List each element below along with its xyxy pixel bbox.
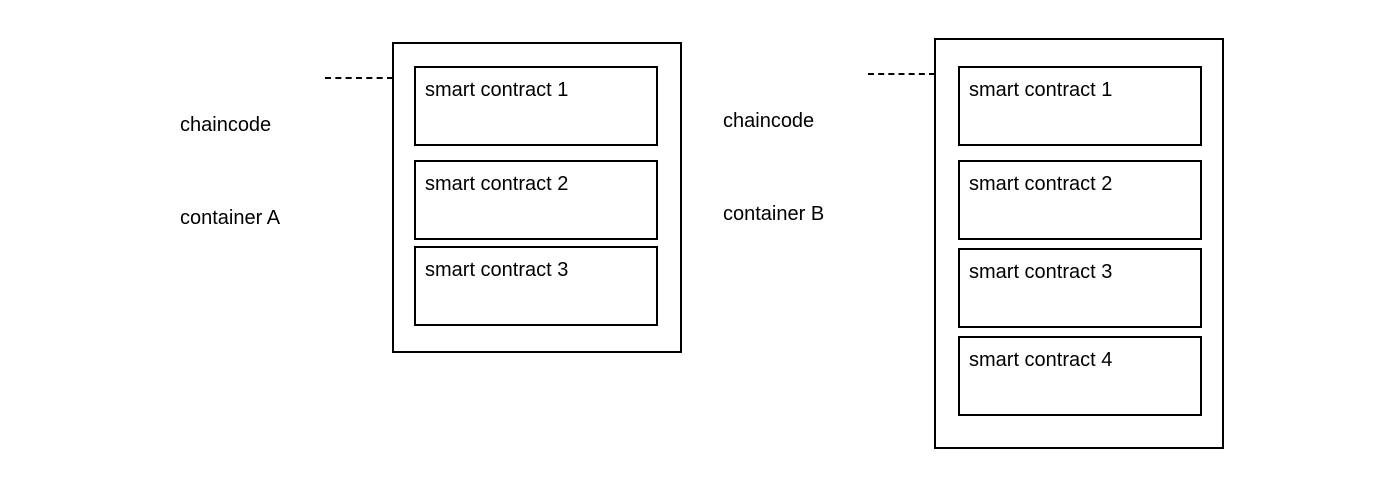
smart-contract-label: smart contract 3 (969, 261, 1113, 283)
chaincode-container-a-leader-line (325, 77, 393, 79)
smart-contract-box: smart contract 1 (414, 66, 658, 146)
chaincode-container-b-box: smart contract 1 smart contract 2 smart … (934, 38, 1224, 449)
smart-contract-label: smart contract 1 (425, 79, 569, 101)
smart-contract-box: smart contract 1 (958, 66, 1202, 146)
smart-contract-label: smart contract 2 (425, 173, 569, 195)
smart-contract-label: smart contract 3 (425, 259, 569, 281)
chaincode-container-a-label-line2: container A (180, 207, 281, 229)
smart-contract-box: smart contract 2 (414, 160, 658, 240)
chaincode-container-a-label: chaincode container A (180, 48, 280, 296)
smart-contract-box: smart contract 3 (414, 246, 658, 326)
smart-contract-box: smart contract 4 (958, 336, 1202, 416)
chaincode-container-b-label-line1: chaincode (723, 110, 815, 132)
chaincode-container-b-leader-line (868, 73, 935, 75)
chaincode-container-b-label-line2: container B (723, 203, 825, 225)
smart-contract-label: smart contract 4 (969, 349, 1113, 371)
chaincode-container-b-label: chaincode container B (723, 44, 824, 292)
smart-contract-label: smart contract 2 (969, 173, 1113, 195)
smart-contract-label: smart contract 1 (969, 79, 1113, 101)
smart-contract-box: smart contract 3 (958, 248, 1202, 328)
chaincode-container-a-label-line1: chaincode (180, 114, 272, 136)
chaincode-container-a-box: smart contract 1 smart contract 2 smart … (392, 42, 682, 353)
smart-contract-box: smart contract 2 (958, 160, 1202, 240)
